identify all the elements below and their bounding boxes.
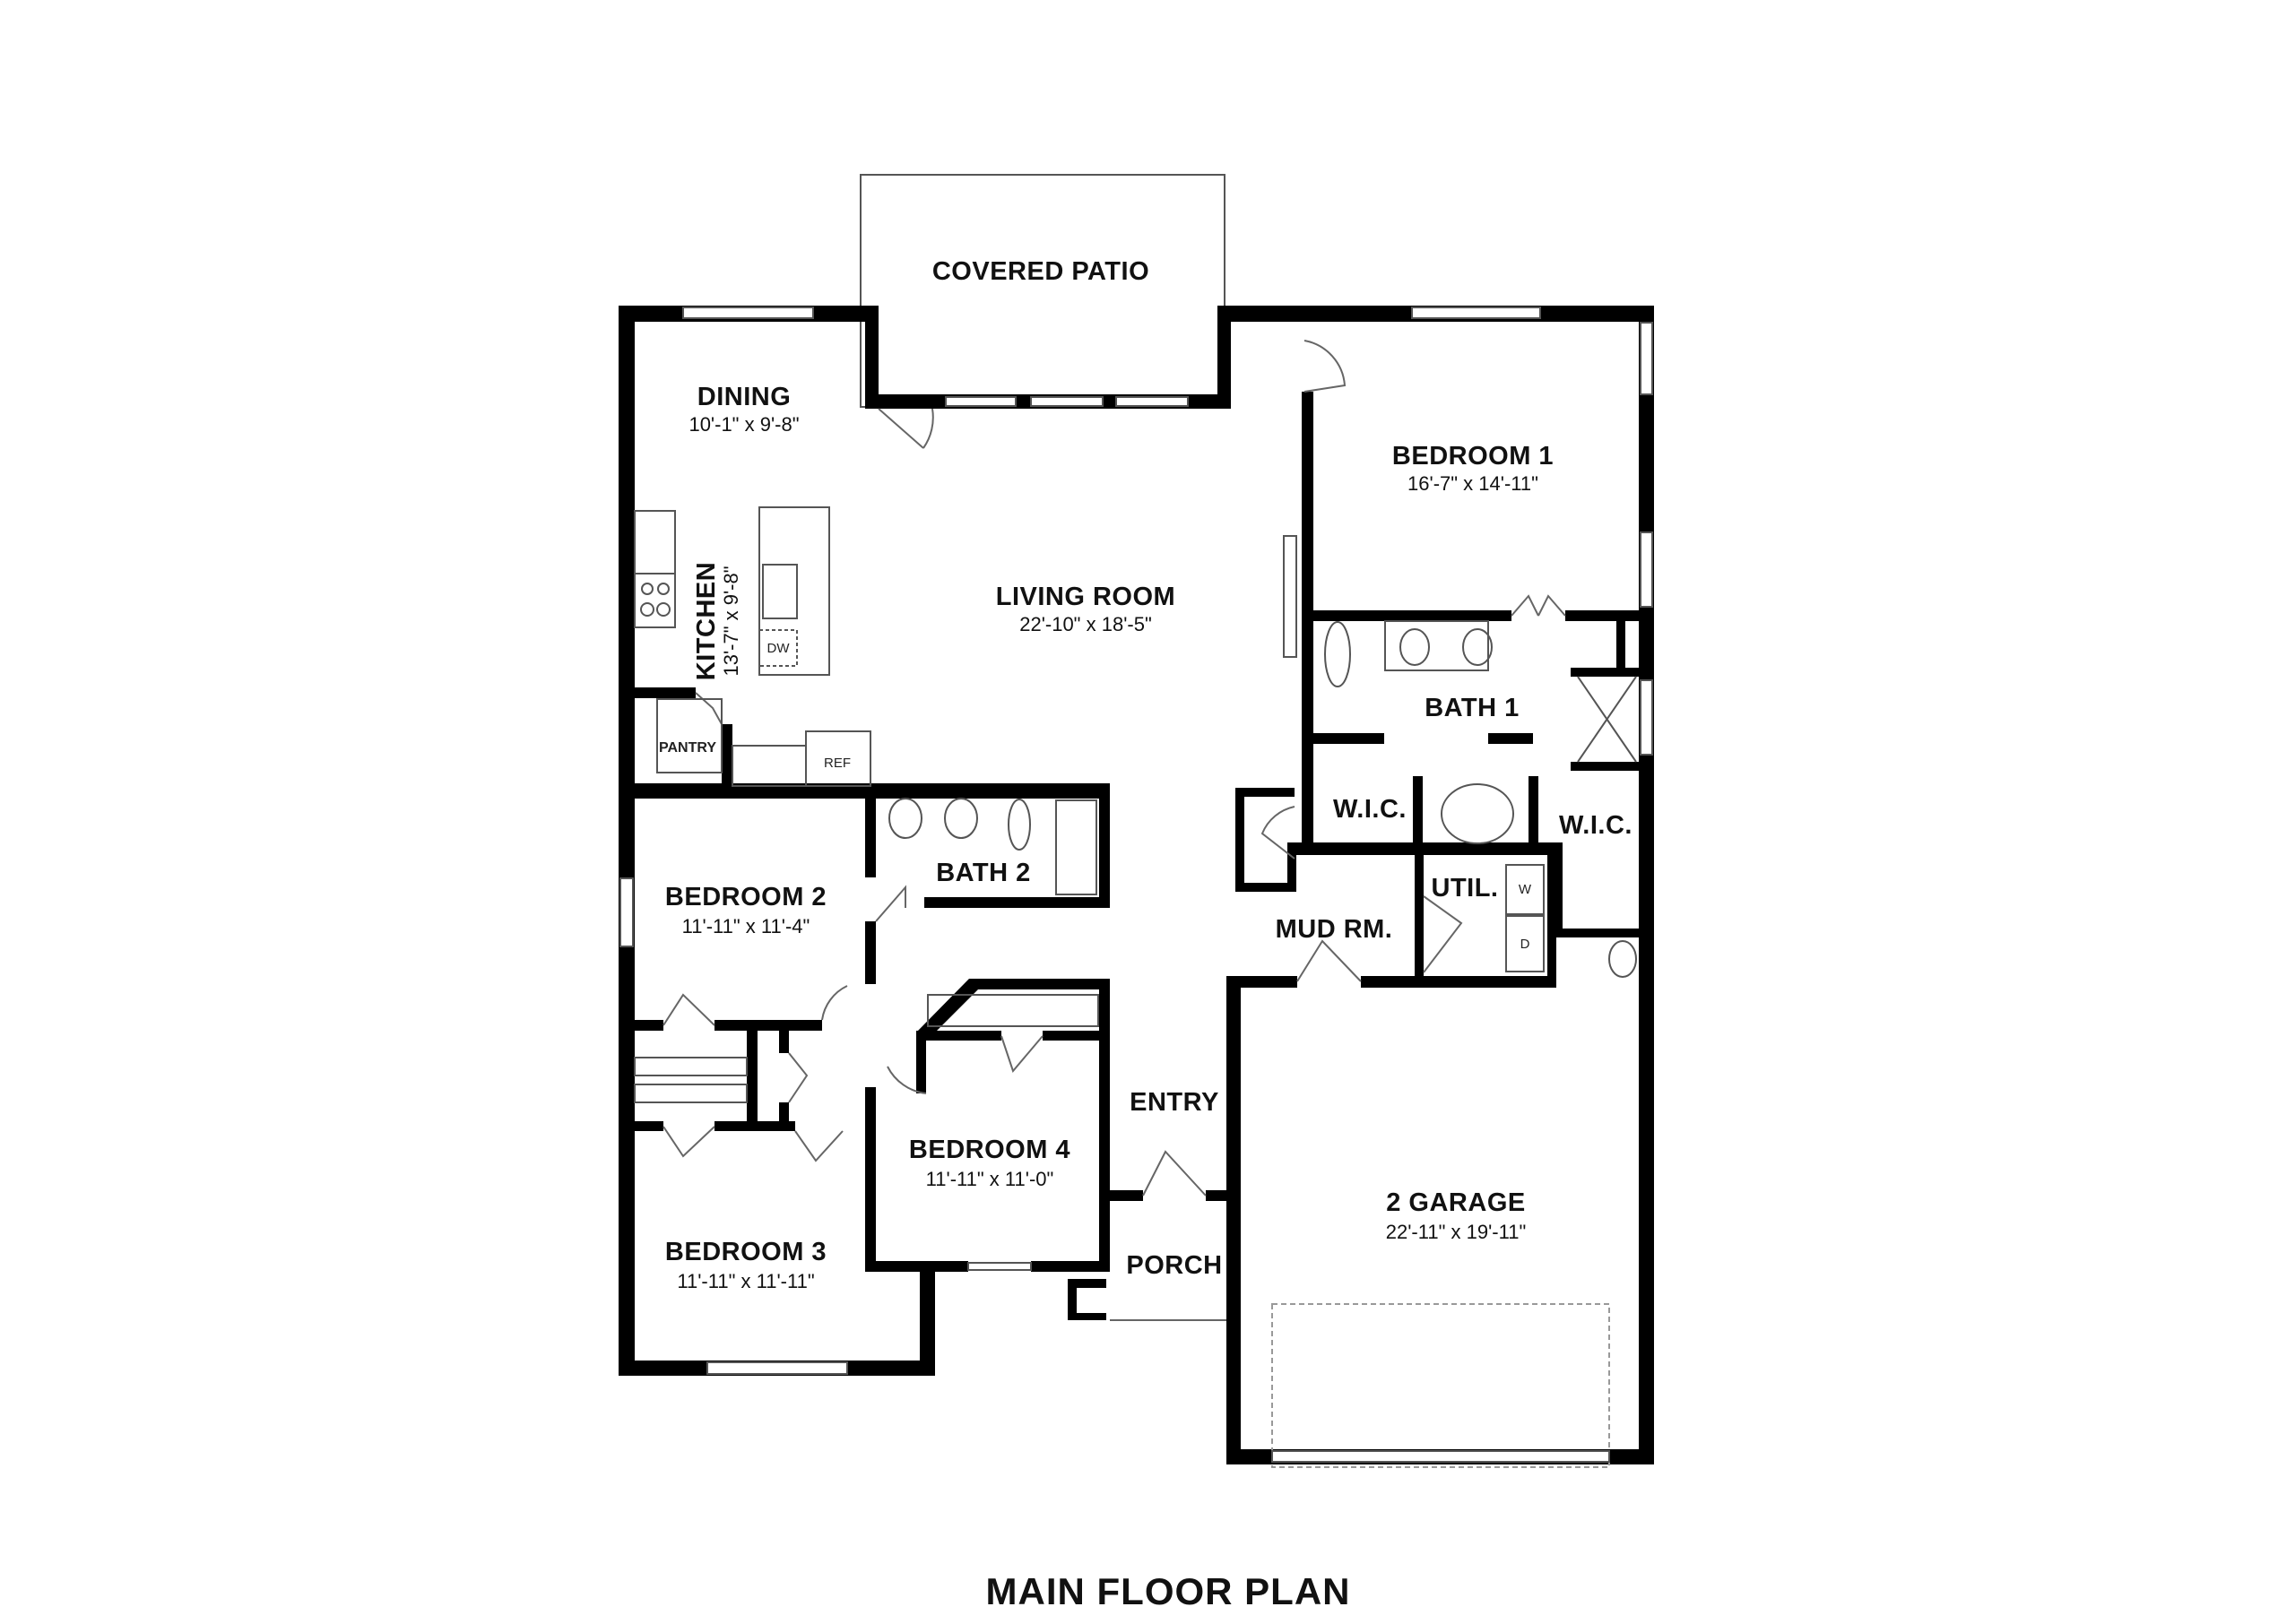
fixtures [634,506,1637,1103]
dining-label: DINING [697,383,792,411]
dishwasher-label: DW [767,641,791,656]
wic-right-label: W.I.C. [1559,811,1632,840]
dryer-label: D [1520,937,1530,952]
covered-patio-outline [860,174,1225,408]
washer-label: W [1519,882,1532,897]
bedroom2-dims: 11'-11" x 11'-4" [682,915,810,937]
pantry-label: PANTRY [659,740,716,756]
bedroom2-label: BEDROOM 2 [665,883,827,911]
bedroom4-label: BEDROOM 4 [909,1136,1070,1164]
bath1-label: BATH 1 [1425,694,1520,722]
porch-label: PORCH [1126,1251,1222,1280]
garage-label: 2 GARAGE [1386,1188,1525,1217]
living-room-label: LIVING ROOM [996,583,1175,611]
living-room-dims: 22'-10" x 18'-5" [1019,613,1152,635]
mud-room-label: MUD RM. [1276,915,1393,944]
wic-left-label: W.I.C. [1333,795,1407,824]
windows [619,307,1653,1468]
bedroom1-label: BEDROOM 1 [1392,442,1554,471]
kitchen-island [758,506,830,676]
plan-title: MAIN FLOOR PLAN [986,1570,1351,1612]
bedroom3-dims: 11'-11" x 11'-11" [677,1270,814,1292]
dining-dims: 10'-1" x 9'-8" [688,413,799,436]
kitchen-label: KITCHEN [692,562,721,680]
bath2-label: BATH 2 [936,859,1031,887]
covered-patio-label: COVERED PATIO [932,257,1149,286]
refrigerator-label: REF [824,756,851,771]
util-label: UTIL. [1432,874,1499,903]
garage-door-outline [1271,1303,1610,1468]
bedroom4-dims: 11'-11" x 11'-0" [926,1168,1054,1190]
doors [663,340,1566,1196]
kitchen-dims: 13'-7" x 9'-8" [720,566,742,676]
bedroom3-label: BEDROOM 3 [665,1238,827,1266]
bedroom1-dims: 16'-7" x 14'-11" [1407,472,1538,495]
entry-label: ENTRY [1130,1088,1219,1117]
garage-dims: 22'-11" x 19'-11" [1386,1221,1527,1243]
